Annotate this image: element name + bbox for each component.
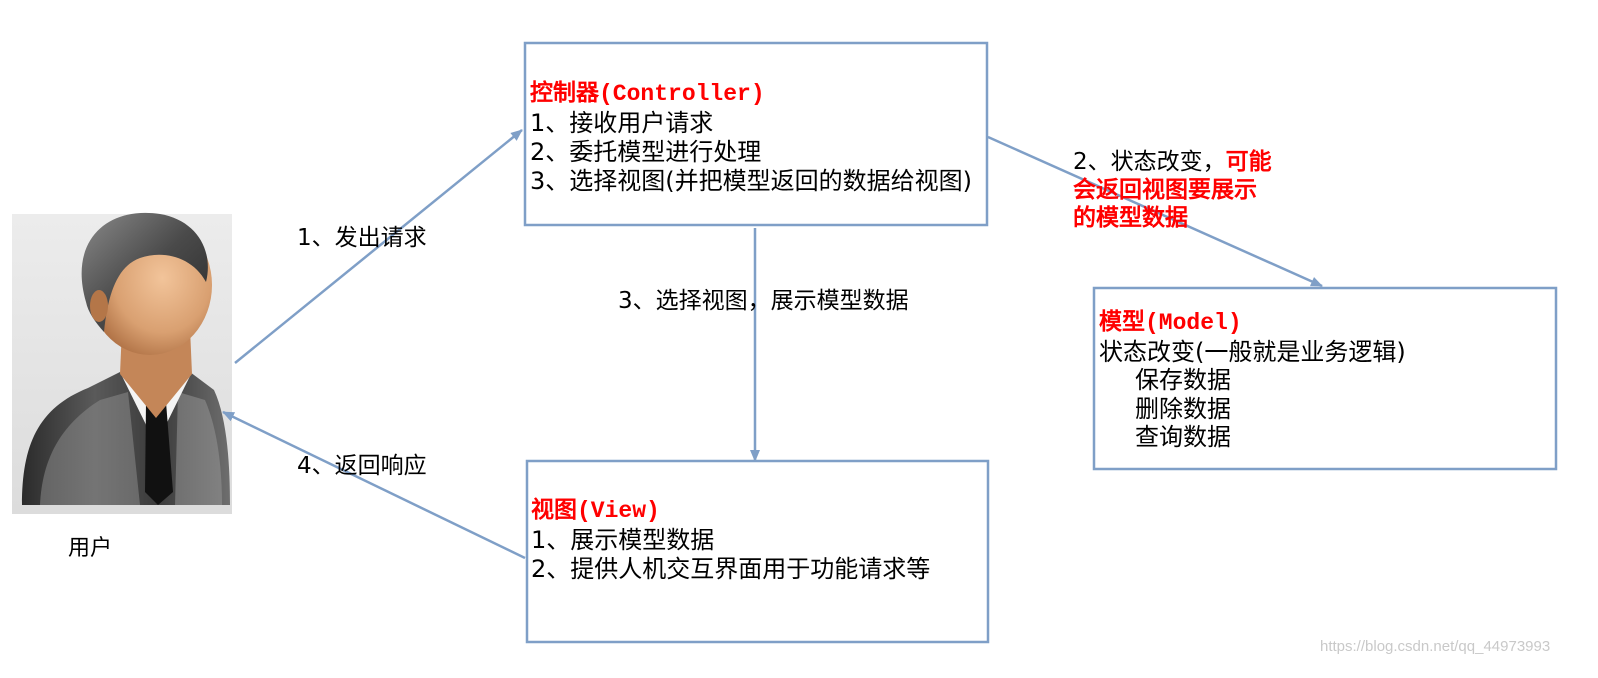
model-title: 模型(Model) (1099, 310, 1242, 336)
avatar-lapel-right (175, 392, 222, 505)
controller-text: 控制器(Controller) 1、接收用户请求 2、委托模型进行处理 3、选择… (530, 80, 972, 196)
controller-title: 控制器(Controller) (530, 81, 765, 107)
state-change-arrow (987, 135, 1323, 288)
model-line: 保存数据 (1135, 366, 1231, 394)
controller-line: 3、选择视图(并把模型返回的数据给视图) (530, 167, 972, 195)
avatar-tie (145, 402, 173, 505)
state-change-highlight: 会返回视图要展示 (1073, 177, 1257, 203)
watermark: https://blog.csdn.net/qq_44973993 (1320, 638, 1551, 655)
avatar-hair (81, 212, 208, 332)
state-change-highlight: 的模型数据 (1073, 205, 1188, 231)
view-title: 视图(View) (531, 498, 660, 524)
model-line: 状态改变(一般就是业务逻辑) (1099, 337, 1406, 366)
avatar-ear (90, 290, 108, 322)
state-change-label: 2、状态改变，可能 会返回视图要展示 的模型数据 (1073, 148, 1272, 232)
request-arrow (234, 129, 523, 364)
controller-line: 1、接收用户请求 (530, 109, 714, 137)
model-line: 查询数据 (1135, 423, 1231, 451)
state-change-prefix: 2、状态改变， (1073, 149, 1226, 175)
model-box (1092, 286, 1558, 471)
view-line: 1、展示模型数据 (531, 526, 715, 554)
user-label: 用户 (68, 536, 113, 561)
view-box (525, 459, 990, 644)
controller-box (523, 41, 989, 227)
view-text: 视图(View) 1、展示模型数据 2、提供人机交互界面用于功能请求等 (531, 497, 930, 584)
response-arrow (222, 410, 526, 560)
avatar-lapel-left (40, 392, 140, 505)
user-avatar-icon (12, 212, 232, 514)
model-line: 删除数据 (1135, 394, 1231, 423)
controller-line: 2、委托模型进行处理 (530, 138, 762, 166)
select-view-label: 3、选择视图，展示模型数据 (618, 288, 909, 314)
model-text: 模型(Model) 状态改变(一般就是业务逻辑) 保存数据 删除数据 查询数据 (1099, 309, 1406, 452)
view-line: 2、提供人机交互界面用于功能请求等 (531, 555, 931, 583)
request-label: 1、发出请求 (297, 225, 427, 251)
state-change-highlight: 可能 (1225, 149, 1272, 175)
response-label: 4、返回响应 (297, 453, 427, 479)
